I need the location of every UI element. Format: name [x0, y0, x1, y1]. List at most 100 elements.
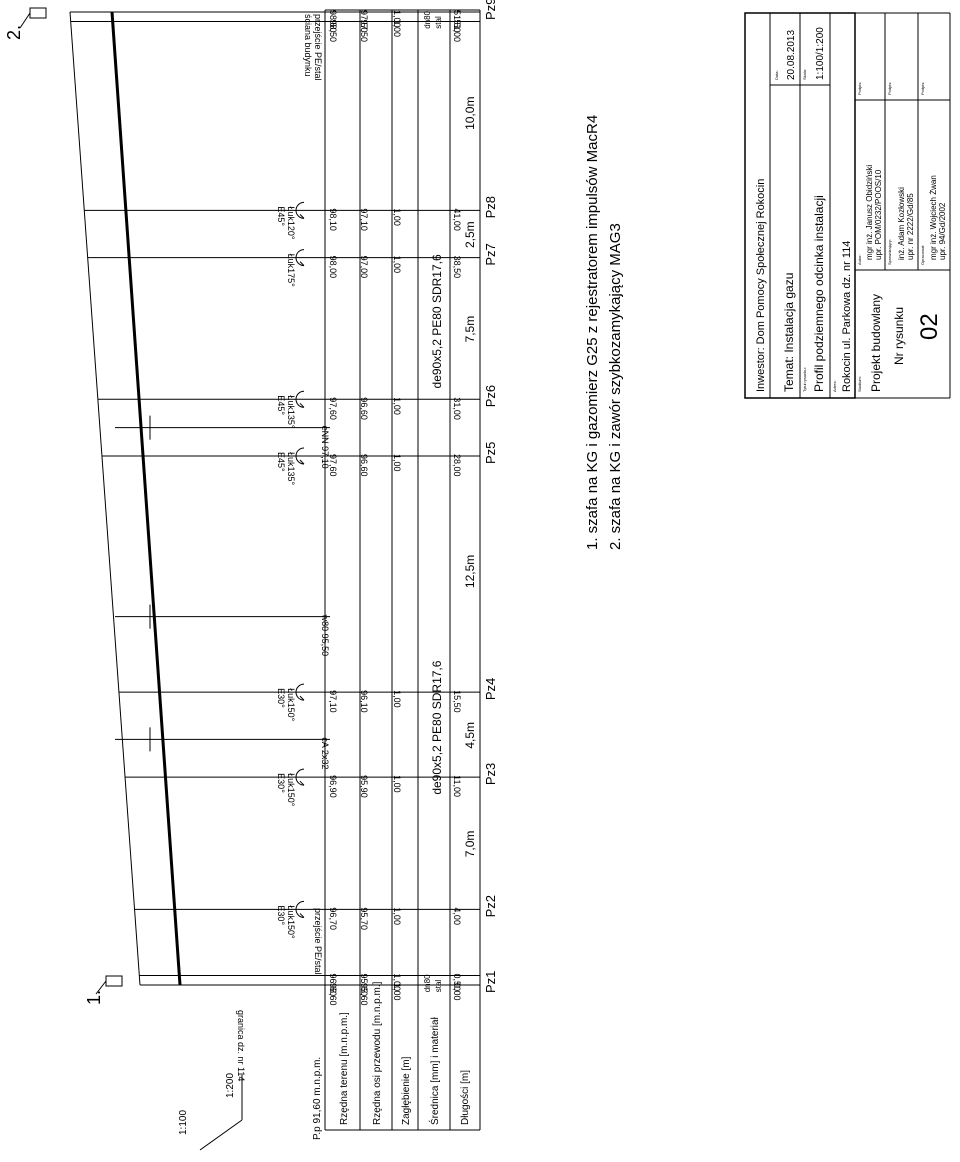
chainage-value: 0,50: [452, 974, 462, 992]
fitting-label: Łuk135°: [286, 452, 296, 486]
row-label-axis: Rzędna osi przewodu [m.n.p.m.]: [372, 981, 383, 1125]
tb-scale: 1:100/1:200: [815, 27, 826, 80]
scale-horizontal: 1:100: [178, 1110, 189, 1135]
tb-date-label: Data:: [774, 70, 779, 80]
terrain-value: 97,10: [328, 690, 338, 713]
tb-scale-label: Skala:: [802, 69, 807, 80]
fitting-angle: E45°: [276, 395, 286, 415]
tb-drafter-label: Opracował:: [920, 245, 925, 265]
endpoint-end-label: 2.: [4, 25, 24, 40]
steel-material: stal: [434, 980, 443, 993]
scale-indicator: 1:100 1:200: [178, 1073, 243, 1151]
depth-value: 1,00: [392, 907, 402, 925]
axis-value: 97,50: [359, 19, 369, 42]
fitting-label: Łuk135°: [286, 395, 296, 429]
tb-author-license: upr. POM/0232/POOS/10: [874, 169, 883, 260]
chainage-value: 41,00: [452, 208, 462, 231]
station-name: Pz5: [483, 442, 498, 464]
chainage-value: 15,50: [452, 690, 462, 713]
fitting-symbol: Łuk150°E30°: [276, 768, 305, 807]
fitting-symbol: Łuk120°E45°: [276, 201, 305, 240]
annotation-transition-end: przejście PE/stal: [313, 14, 323, 81]
chainage-value: 4,00: [452, 907, 462, 925]
tb-address: Rokocin ul. Parkowa dz. nr 114: [841, 241, 853, 392]
crossing-label: cA 2x32: [320, 737, 330, 769]
datum-label: P.p 91,60 m.n.p.m.: [312, 1057, 323, 1140]
fitting-symbol: Łuk150°E30°: [276, 683, 305, 722]
terrain-value: 97,60: [328, 454, 338, 477]
tb-investor: Inwestor: Dom Pomocy Społecznej Rokocin: [755, 179, 767, 392]
depth-value: 1,00: [392, 983, 402, 1001]
station-name: Pz9: [483, 0, 498, 20]
terrain-value: 96,60: [328, 983, 338, 1006]
terrain-line: [69, 11, 141, 986]
endpoint-start-label: 1.: [84, 990, 104, 1005]
tb-signature-label-1: Podpis:: [857, 82, 862, 95]
fitting-angle: E45°: [276, 206, 286, 226]
axis-value: 97,50: [359, 10, 369, 33]
crossing-label: w80 95,50: [320, 614, 330, 657]
tb-date: 20.08.2013: [786, 30, 797, 80]
fitting-angle: E30°: [276, 688, 286, 708]
station-name: Pz1: [483, 971, 498, 993]
row-label-diameter: Średnica [mm] i materiał: [428, 1016, 441, 1125]
depth-value: 1,00: [392, 256, 402, 274]
axis-value: 95,60: [359, 974, 369, 997]
crossing-mark: w80 95,50: [115, 604, 330, 657]
chainage-value: 51,50: [452, 10, 462, 33]
tb-sheet-number: 02: [916, 313, 943, 340]
terrain-value: 96,60: [328, 974, 338, 997]
depth-value: 1,00: [392, 19, 402, 37]
profile-grid: [324, 9, 481, 1131]
segment-length: 4,5m: [463, 722, 477, 749]
chainage-value: 51,00: [452, 19, 462, 42]
steel-material: stal: [434, 16, 443, 29]
row-label-length: Długości [m]: [460, 1070, 471, 1125]
terrain-value: 98,10: [328, 208, 338, 231]
note-2: 2. szafa na KG i zawór szybkozamykający …: [607, 223, 624, 550]
tb-drafter-name: mgr inż. Wojciech Żwan: [929, 175, 938, 260]
chainage-value: 38,50: [452, 256, 462, 279]
segment-length: 10,0m: [463, 97, 477, 130]
axis-value: 95,60: [359, 983, 369, 1006]
segment-diameter: de90x5,2 PE80 SDR17,6: [430, 660, 444, 794]
annotation-transition-start: przejście PE/stal: [313, 908, 323, 975]
row-label-depth: Zagłębienie [m]: [401, 1056, 412, 1125]
chainage-value: 28,00: [452, 454, 462, 477]
terrain-value: 96,90: [328, 775, 338, 798]
fitting-label: Łuk150°: [286, 688, 296, 722]
fitting-angle: E45°: [276, 452, 286, 472]
fitting-angle: E30°: [276, 773, 286, 793]
station-name: Pz8: [483, 196, 498, 218]
note-1: 1. szafa na KG i gazomierz G25 z rejestr…: [584, 115, 601, 550]
tb-author-label: Autor:: [857, 254, 862, 265]
axis-value: 97,00: [359, 256, 369, 279]
terrain-value: 98,50: [328, 10, 338, 33]
annotation-wall: ściana budynku: [303, 14, 313, 77]
segment-length: 12,5m: [463, 555, 477, 588]
tb-subject: Temat: Instalacja gazu: [782, 273, 796, 392]
axis-value: 95,70: [359, 907, 369, 930]
tb-sheet-label: Nr rysunku: [892, 307, 906, 365]
fitting-symbol: Łuk135°E45°: [276, 390, 305, 429]
depth-value: 1,00: [392, 690, 402, 708]
annotation-boundary: granica dz. nr 114: [236, 1010, 246, 1081]
terrain-value: 96,70: [328, 907, 338, 930]
depth-value: 1,00: [392, 454, 402, 472]
fitting-label: Łuk150°: [286, 905, 296, 939]
steel-diameter: dn80: [423, 10, 432, 28]
fitting-label: Łuk150°: [286, 773, 296, 807]
depth-value: 1,00: [392, 775, 402, 793]
row-label-terrain: Rzędna terenu [m.n.p.m.]: [339, 1012, 350, 1125]
station-name: Pz3: [483, 763, 498, 785]
station-name: Pz2: [483, 895, 498, 917]
segment-diameter: de90x5,2 PE80 SDR17,6: [430, 254, 444, 388]
tb-signature-label-3: Podpis:: [920, 82, 925, 95]
steel-diameter: dn80: [423, 974, 432, 992]
pipe-axis-line: [110, 11, 182, 986]
axis-value: 96,60: [359, 397, 369, 420]
tb-author-name: mgr inż. Janusz Obidziński: [865, 165, 874, 260]
tb-address-label: Adres:: [832, 380, 837, 392]
station-name: Pz7: [483, 243, 498, 265]
